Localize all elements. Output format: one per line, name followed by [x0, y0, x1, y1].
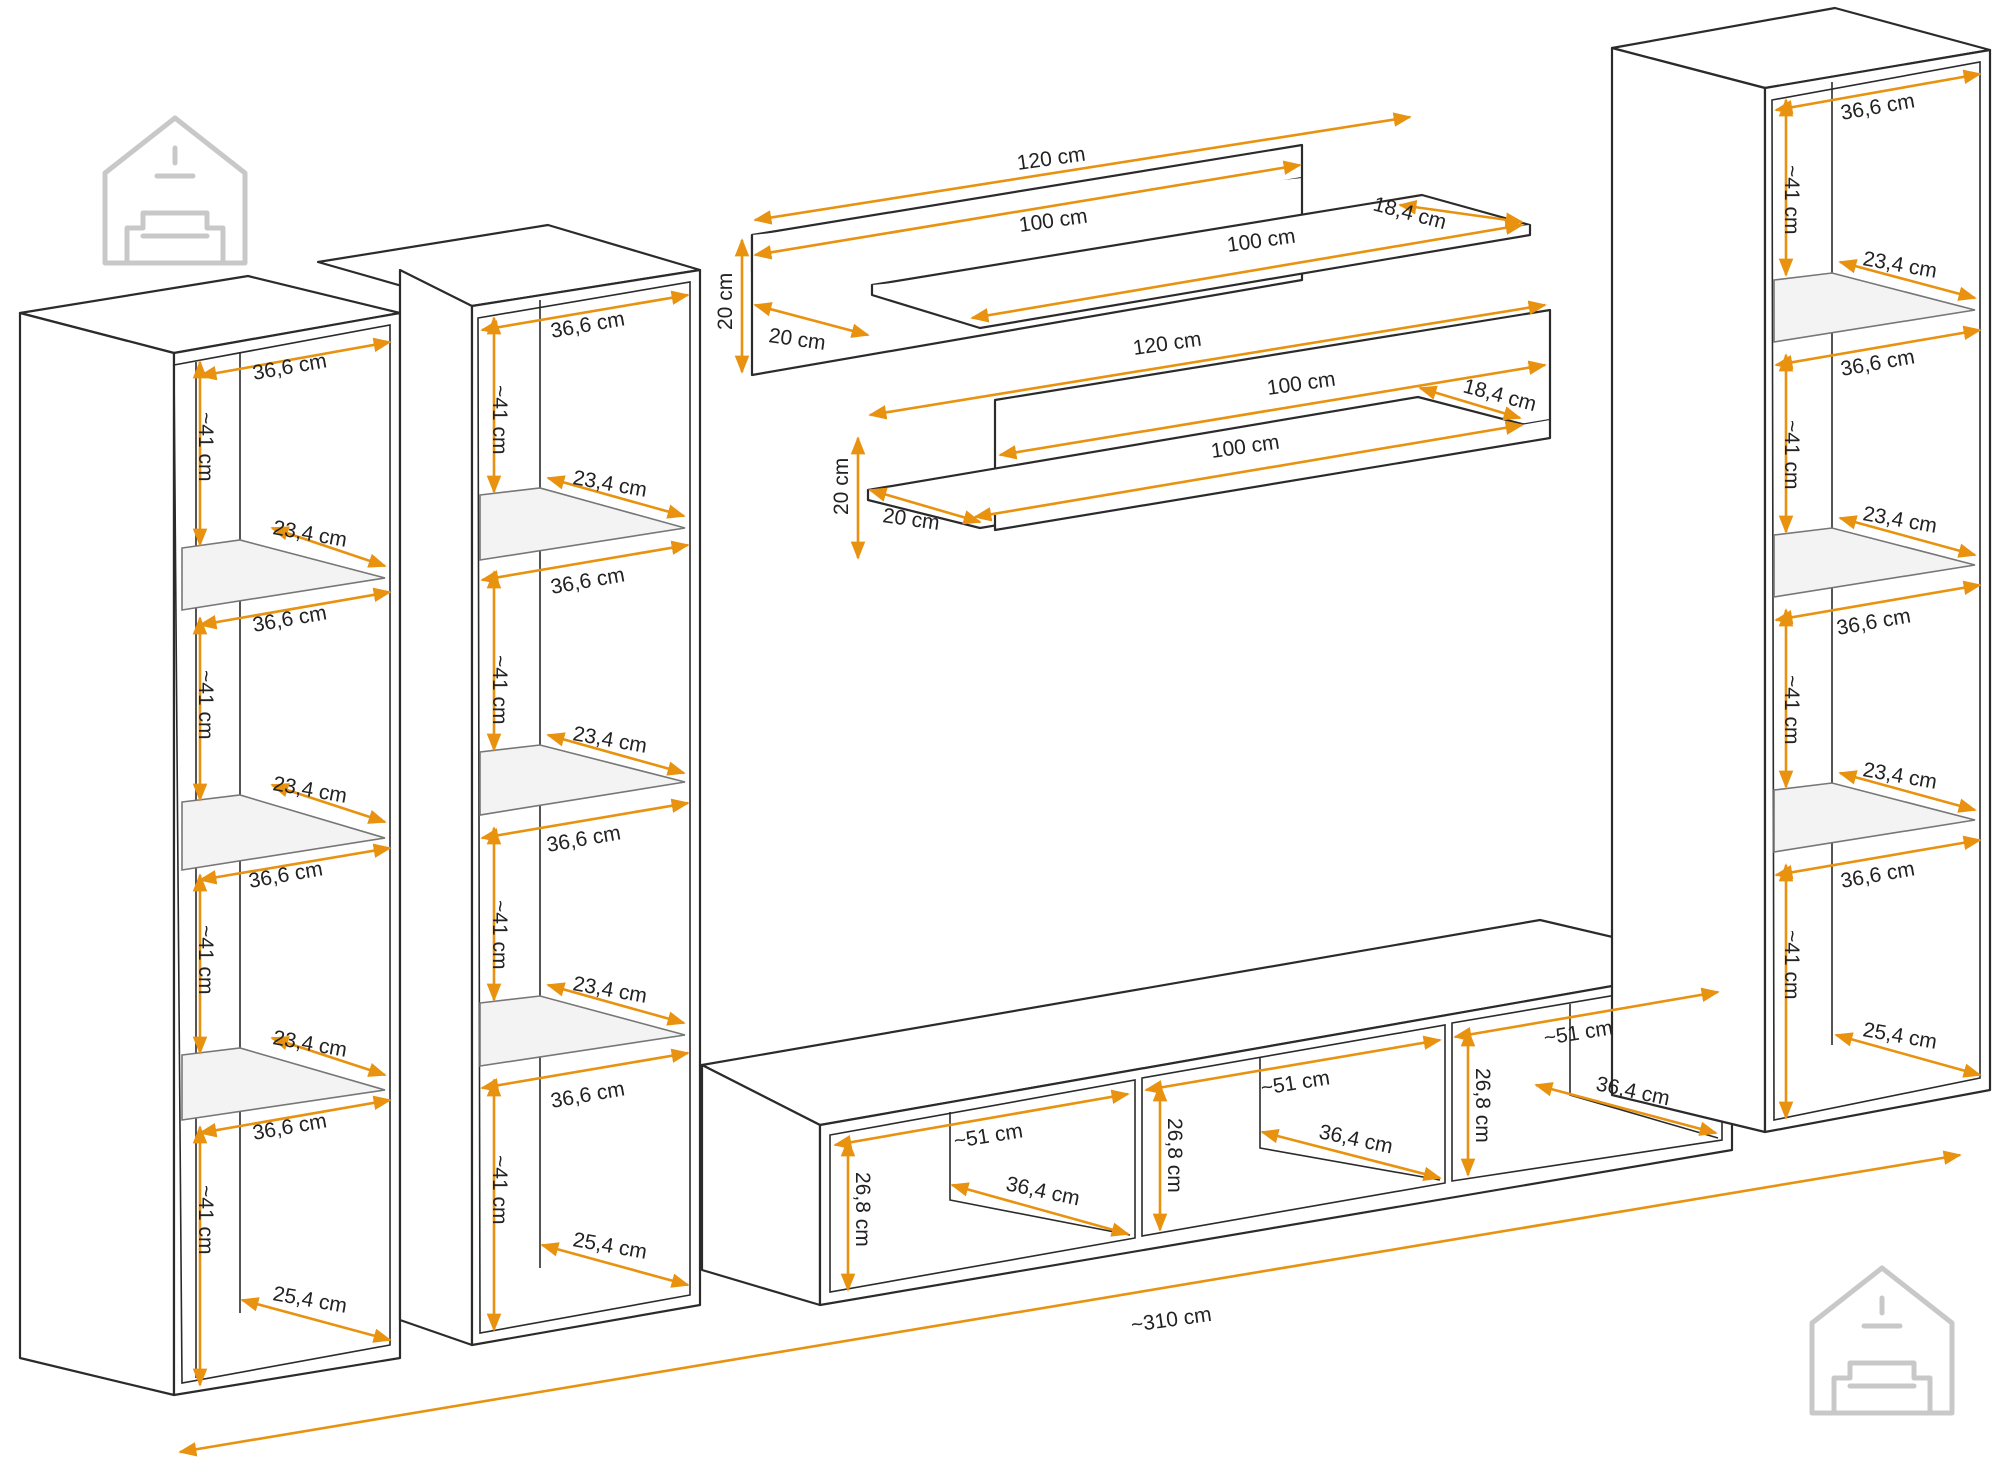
label-41: ~41 cm [194, 412, 217, 481]
label-41: ~41 cm [488, 385, 511, 454]
label-26-8: 26,8 cm [1163, 1118, 1186, 1193]
label-120: 120 cm [1131, 328, 1202, 360]
label-41: ~41 cm [1780, 165, 1803, 234]
label-41: ~41 cm [194, 1185, 217, 1254]
label-41: ~41 cm [1780, 420, 1803, 489]
label-26-8: 26,8 cm [1471, 1068, 1494, 1143]
home-sofa-logo-icon [102, 115, 248, 266]
label-41: ~41 cm [488, 655, 511, 724]
label-41: ~41 cm [488, 1155, 511, 1224]
label-total-width: ~310 cm [1129, 1303, 1213, 1337]
label-20: 20 cm [830, 458, 853, 515]
glass-shelf [1773, 272, 1976, 853]
dimension-lines [178, 69, 1982, 1457]
label-41: ~41 cm [194, 670, 217, 739]
home-sofa-logo-icon [1809, 1265, 1955, 1416]
label-20: 20 cm [714, 273, 737, 330]
label-41: ~41 cm [1780, 930, 1803, 999]
label-26-8: 26,8 cm [851, 1172, 874, 1247]
tv-lowboard [700, 918, 1734, 1307]
label-41: ~41 cm [488, 900, 511, 969]
label-41: ~41 cm [1780, 675, 1803, 744]
label-41: ~41 cm [194, 925, 217, 994]
